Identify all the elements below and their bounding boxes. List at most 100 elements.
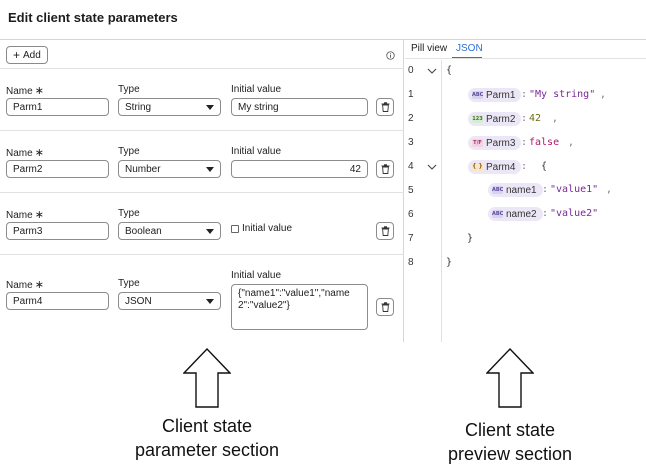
up-arrow-icon xyxy=(183,348,231,408)
value-parm4-open-brace: { xyxy=(541,161,548,172)
up-arrow-icon xyxy=(486,348,534,408)
string-type-icon: ABC xyxy=(492,186,504,194)
tab-pill-view[interactable]: Pill view xyxy=(411,43,448,54)
param3-type-select[interactable]: Boolean xyxy=(118,222,221,240)
add-button-label: Add xyxy=(23,49,41,61)
line-number: 4 xyxy=(408,161,414,172)
active-tab-indicator xyxy=(452,57,482,58)
param4-delete-button[interactable] xyxy=(376,298,394,316)
chevron-down-icon xyxy=(206,228,214,234)
tab-json[interactable]: JSON xyxy=(456,43,483,54)
initial-value-label: Initial value xyxy=(231,84,282,95)
line-number: 2 xyxy=(408,113,414,124)
param1-type-value: String xyxy=(125,101,152,113)
string-type-icon: ABC xyxy=(492,210,504,218)
parameter-section-caption: Client state parameter section xyxy=(134,416,280,460)
pill-parm1: ABC Parm1 xyxy=(468,88,522,102)
value-name2: "value2" xyxy=(550,208,599,219)
value-parm3: false xyxy=(529,137,560,148)
param4-value-textarea[interactable]: {"name1":"value1","name2":"value2"} xyxy=(231,284,368,330)
value-parm2: 42 xyxy=(529,113,542,124)
title-divider xyxy=(0,39,646,40)
json-type-icon: { } xyxy=(472,163,483,171)
param3-name-input[interactable]: Parm3 xyxy=(6,222,109,240)
param4-name-input[interactable]: Parm4 xyxy=(6,292,109,310)
type-label: Type xyxy=(118,84,140,95)
name-label: Name∗ xyxy=(6,209,44,221)
colon: : xyxy=(542,184,549,195)
line-number: 1 xyxy=(408,89,414,100)
collapse-chevron-icon[interactable] xyxy=(427,67,437,75)
pill-parm3: T/F Parm3 xyxy=(468,136,522,150)
checkbox-box[interactable] xyxy=(231,224,239,233)
number-type-icon: 123 xyxy=(472,115,483,123)
param2-name-input[interactable]: Parm2 xyxy=(6,160,109,178)
colon: : xyxy=(521,161,528,172)
tabs-divider xyxy=(405,58,646,59)
line-number: 8 xyxy=(408,257,414,268)
param1-type-select[interactable]: String xyxy=(118,98,221,116)
row-divider xyxy=(0,130,404,131)
pill-name2: ABC name2 xyxy=(488,207,543,221)
param1-delete-button[interactable] xyxy=(376,98,394,116)
string-type-icon: ABC xyxy=(472,91,484,99)
param4-type-value: JSON xyxy=(125,295,152,307)
line-number: 6 xyxy=(408,209,414,220)
value-name1: "value1" xyxy=(550,184,599,195)
row-divider xyxy=(0,254,404,255)
param2-value-input[interactable]: 42 xyxy=(231,160,368,178)
comma: , xyxy=(606,184,613,195)
initial-value-label: Initial value xyxy=(231,146,282,157)
param1-name-input[interactable]: Parm1 xyxy=(6,98,109,116)
type-label: Type xyxy=(118,278,140,289)
pill-parm4: { } Parm4 xyxy=(468,160,522,174)
checkbox-label: Initial value xyxy=(242,223,293,234)
line-number: 7 xyxy=(408,233,414,244)
colon: : xyxy=(542,208,549,219)
json-open-brace: { xyxy=(446,65,453,76)
param2-type-value: Number xyxy=(125,163,161,175)
pill-parm2: 123 Parm2 xyxy=(468,112,522,126)
chevron-down-icon xyxy=(206,298,214,304)
param4-type-select[interactable]: JSON xyxy=(118,292,221,310)
row-divider xyxy=(0,68,404,69)
comma: , xyxy=(600,89,607,100)
comma: , xyxy=(568,137,575,148)
pill-name1: ABC name1 xyxy=(488,183,543,197)
value-parm1: "My string" xyxy=(529,89,596,100)
json-close-inner-brace: } xyxy=(467,233,474,244)
gutter-divider xyxy=(441,60,442,342)
trash-icon xyxy=(381,302,389,312)
row-divider xyxy=(0,192,404,193)
colon: : xyxy=(521,89,528,100)
trash-icon xyxy=(381,102,389,112)
line-number: 5 xyxy=(408,185,414,196)
collapse-chevron-icon[interactable] xyxy=(427,163,437,171)
plus-icon: + xyxy=(13,48,21,62)
chevron-down-icon xyxy=(206,104,214,110)
type-label: Type xyxy=(118,146,140,157)
colon: : xyxy=(521,137,528,148)
comma: , xyxy=(552,113,559,124)
line-number: 3 xyxy=(408,137,414,148)
add-button[interactable]: + Add xyxy=(6,46,48,64)
param3-value-checkbox[interactable]: Initial value xyxy=(231,223,292,234)
chevron-down-icon xyxy=(206,166,214,172)
param2-delete-button[interactable] xyxy=(376,160,394,178)
json-close-outer-brace: } xyxy=(446,257,453,268)
param1-value-input[interactable]: My string xyxy=(231,98,368,116)
name-label: Name∗ xyxy=(6,85,44,97)
preview-section-caption: Client state preview section xyxy=(447,420,573,464)
boolean-type-icon: T/F xyxy=(472,139,483,147)
name-label: Name∗ xyxy=(6,147,44,159)
param2-type-select[interactable]: Number xyxy=(118,160,221,178)
parameter-section xyxy=(0,40,404,342)
line-number: 0 xyxy=(408,65,414,76)
param3-delete-button[interactable] xyxy=(376,222,394,240)
name-label: Name∗ xyxy=(6,279,44,291)
type-label: Type xyxy=(118,208,140,219)
trash-icon xyxy=(381,226,389,236)
initial-value-label: Initial value xyxy=(231,270,282,281)
page-title: Edit client state parameters xyxy=(8,10,178,25)
info-icon[interactable] xyxy=(386,51,395,60)
